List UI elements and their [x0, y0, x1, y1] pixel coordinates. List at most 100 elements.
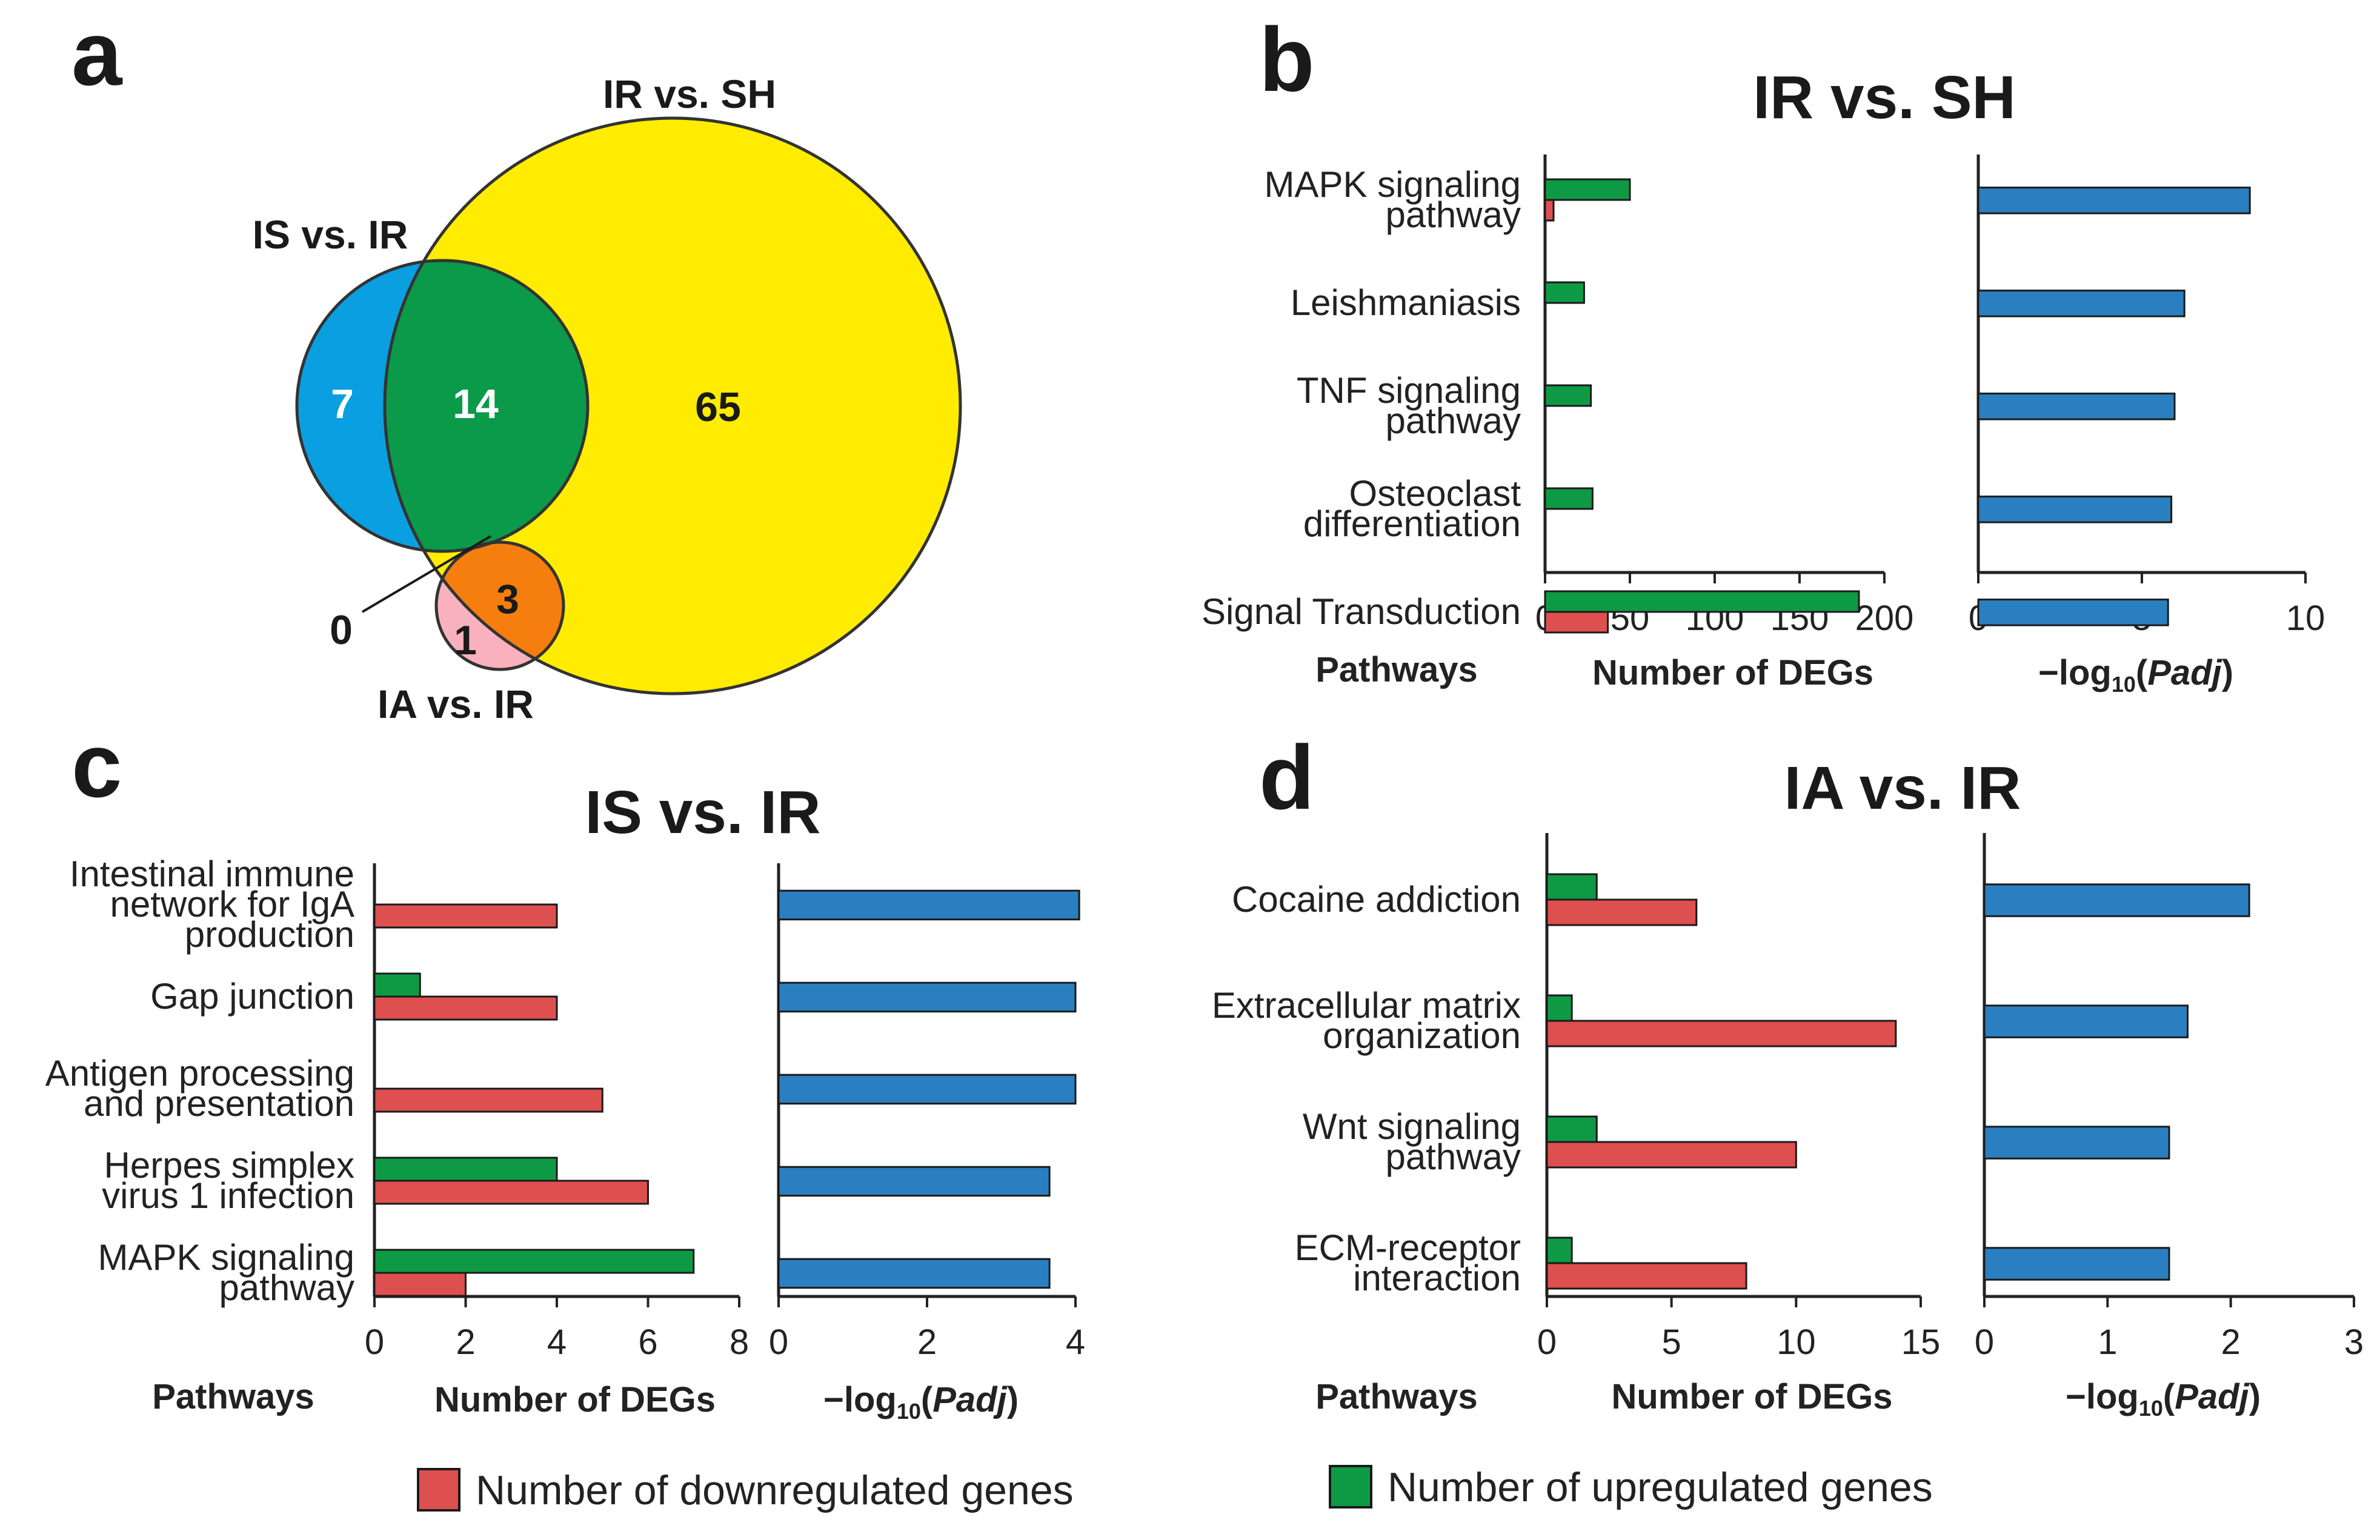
chart-c-padj-tick-label: 0 [769, 1323, 788, 1362]
venn-leader-line [361, 535, 492, 613]
chart-b-bar-padj [1977, 290, 2186, 317]
chart-d-bar-padj [1983, 883, 2250, 917]
chart-c-bar-upregulated [373, 1157, 558, 1182]
chart-c-bar-upregulated [373, 1249, 695, 1274]
chart-c-bar-downregulated [373, 1272, 467, 1297]
chart-c-category-label: Intestinal immune [70, 854, 354, 894]
chart-d-bar-upregulated [1546, 1115, 1598, 1143]
panel-letter-a: a [71, 2, 123, 104]
chart-b-bar-upregulated [1544, 281, 1585, 304]
venn-label-ia-vs-ir: IA vs. IR [377, 682, 534, 726]
chart-b-bar-downregulated [1544, 199, 1555, 222]
legend-swatch-downregulated [417, 1468, 460, 1512]
chart-d-pathways-axis-title: Pathways [1315, 1377, 1478, 1416]
chart-d-title: IA vs. IR [1784, 754, 2021, 822]
chart-c-degs-tick-label: 2 [456, 1323, 475, 1362]
chart-c-degs-axis-title: Number of DEGs [434, 1380, 716, 1419]
chart-c-bar-padj [777, 1258, 1051, 1289]
chart-d-bar-padj [1983, 1126, 2170, 1160]
chart-d-category-label: ECM-receptor [1295, 1227, 1521, 1268]
chart-b-category-label: Osteoclast [1349, 473, 1521, 514]
chart-d-category-label: Extracellular matrix [1212, 985, 1521, 1026]
chart-b-category-label: pathway [1386, 194, 1521, 235]
chart-d-padj-tick-label: 2 [2221, 1323, 2241, 1362]
chart-ir-vs-sh: IR vs. SH0501001502000510PathwaysNumber … [1202, 64, 2325, 697]
chart-d-degs-axis-title: Number of DEGs [1611, 1377, 1892, 1416]
chart-b-pathways-axis-title: Pathways [1315, 650, 1478, 689]
chart-d-bar-downregulated [1546, 1020, 1897, 1047]
chart-d-padj-tick-label: 1 [2098, 1323, 2117, 1362]
chart-b-bar-padj [1977, 187, 2251, 214]
chart-b-category-label: Leishmaniasis [1291, 282, 1521, 323]
chart-c-padj-tick-label: 2 [917, 1323, 937, 1362]
chart-c-bar-padj [777, 1166, 1051, 1197]
chart-b-bar-padj [1977, 393, 2176, 420]
chart-b-degs-tick-label: 200 [1855, 599, 1914, 638]
chart-c-title: IS vs. IR [585, 778, 820, 846]
chart-c-category-label: Antigen processing [45, 1053, 354, 1094]
panel-letter-d: d [1259, 726, 1315, 828]
chart-b-category-label: TNF signaling [1297, 370, 1521, 411]
venn-label-is-vs-ir: IS vs. IR [253, 212, 408, 257]
venn-count-ia-ir: 3 [496, 576, 519, 622]
chart-b-bar-upregulated [1544, 384, 1592, 407]
chart-c-category-label: Gap junction [150, 976, 354, 1017]
venn-count-ir-only: 65 [695, 384, 741, 430]
chart-c-bar-upregulated [373, 972, 421, 998]
chart-d-degs-tick-label: 10 [1777, 1323, 1816, 1362]
chart-c-bar-downregulated [373, 1087, 603, 1113]
venn-panel: a IR vs. SH IS vs. IR IA vs. IR 7 14 65 … [71, 2, 962, 726]
chart-c-bar-downregulated [373, 995, 558, 1021]
chart-c-bar-padj [777, 1074, 1077, 1105]
chart-d-bar-upregulated [1546, 1236, 1573, 1264]
chart-c-category-label: network for IgA [110, 884, 354, 924]
chart-c-category-label: virus 1 infection [102, 1175, 354, 1216]
chart-b-bar-upregulated [1544, 178, 1631, 201]
chart-d-bar-padj [1983, 1004, 2189, 1038]
chart-c-category-label: MAPK signaling [98, 1237, 354, 1278]
chart-d-padj-tick-label: 0 [1975, 1323, 1994, 1362]
chart-c-degs-tick-label: 8 [730, 1323, 749, 1362]
chart-d-bar-downregulated [1546, 1141, 1797, 1169]
chart-d-category-label: organization [1323, 1015, 1521, 1056]
chart-d-degs-tick-label: 5 [1662, 1323, 1681, 1362]
chart-d-category-label: pathway [1386, 1137, 1521, 1177]
chart-b-bar-upregulated [1544, 590, 1860, 613]
chart-b-padj-axis-title: −log10(Padj) [2038, 653, 2233, 697]
chart-d-degs-tick-label: 0 [1537, 1323, 1557, 1362]
chart-c-bar-padj [777, 981, 1077, 1013]
chart-c-degs-tick-label: 4 [547, 1323, 567, 1362]
chart-b-title: IR vs. SH [1753, 64, 2016, 131]
chart-b-category-label: differentiation [1303, 503, 1521, 544]
chart-d-bar-upregulated [1546, 873, 1598, 901]
chart-d-category-label: Cocaine addiction [1232, 879, 1521, 920]
venn-count-all-three: 0 [330, 607, 353, 653]
chart-b-bar-padj [1977, 496, 2173, 523]
venn-count-ia-only: 1 [454, 617, 477, 663]
chart-d-bar-downregulated [1546, 898, 1698, 926]
chart-c-bar-downregulated [373, 1180, 649, 1205]
venn-overlap-is-ir [385, 261, 588, 551]
venn-outline-ia-vs-ir [434, 540, 565, 671]
legend-label-upregulated: Number of upregulated genes [1388, 1464, 1933, 1510]
chart-b-bar-padj [1977, 599, 2169, 626]
chart-d-bar-downregulated [1546, 1262, 1747, 1290]
chart-d-bar-upregulated [1546, 994, 1573, 1022]
panel-letter-c: c [71, 714, 122, 816]
chart-c-bar-padj [777, 889, 1080, 921]
venn-outline-ir-vs-sh [383, 116, 962, 695]
chart-b-padj-tick-label: 10 [2286, 599, 2325, 638]
chart-c-padj-axis-title: −log10(Padj) [823, 1380, 1019, 1424]
legend-swatch-upregulated [1329, 1465, 1372, 1508]
chart-c-category-label: Herpes simplex [104, 1145, 354, 1186]
chart-d-padj-tick-label: 3 [2344, 1323, 2364, 1362]
chart-d-degs-tick-label: 15 [1901, 1323, 1941, 1362]
chart-b-category-label: MAPK signaling [1264, 164, 1521, 205]
chart-b-bar-downregulated [1544, 611, 1609, 634]
chart-b-category-label: Signal Transduction [1202, 591, 1521, 632]
chart-d-bar-padj [1983, 1247, 2170, 1281]
chart-d-padj-axis-title: −log10(Padj) [2066, 1377, 2261, 1421]
chart-b-category-label: pathway [1386, 400, 1521, 441]
